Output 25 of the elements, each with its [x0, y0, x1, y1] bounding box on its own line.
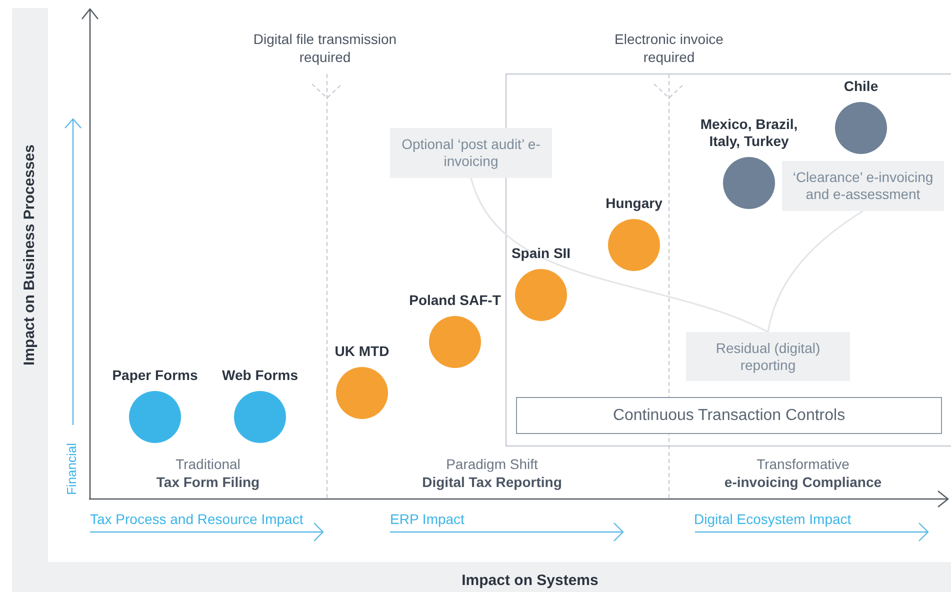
country-label: Poland SAF-T	[409, 292, 501, 309]
phase-label: Paradigm Shift Digital Tax Reporting	[421, 455, 563, 491]
axis-title: Impact on Business Processes	[20, 144, 39, 366]
phase-label: Transformative e-invoicing Compliance	[723, 455, 883, 491]
axis-label: Financial	[63, 442, 80, 496]
impact-label: Tax Process and Resource Impact	[90, 510, 304, 529]
axis-title: Impact on Systems	[460, 571, 600, 591]
threshold-label: Digital file transmission required	[252, 30, 398, 66]
connector-curve	[767, 210, 864, 332]
phase-label: Traditional Tax Form Filing	[155, 455, 261, 491]
callout-box: Optional ‘post audit’ e-invoicing	[390, 128, 552, 178]
country-label: Paper Forms	[112, 367, 198, 384]
country-label: Chile	[844, 78, 878, 95]
callout-box: Residual (digital) reporting	[686, 332, 850, 381]
callout-box: ‘Clearance’ e-invoicing and e-assessment	[782, 161, 944, 211]
country-label: Mexico, Brazil, Italy, Turkey	[699, 116, 799, 150]
country-label: Spain SII	[511, 245, 571, 262]
country-label: Web Forms	[222, 367, 298, 384]
impact-label: ERP Impact	[390, 510, 466, 529]
country-label: Hungary	[606, 195, 662, 212]
impact-label: Digital Ecosystem Impact	[694, 510, 852, 529]
connector-curve	[470, 178, 768, 333]
category-box: Continuous Transaction Controls	[516, 397, 942, 434]
country-label: UK MTD	[334, 343, 390, 360]
threshold-label: Electronic invoice required	[614, 30, 724, 66]
